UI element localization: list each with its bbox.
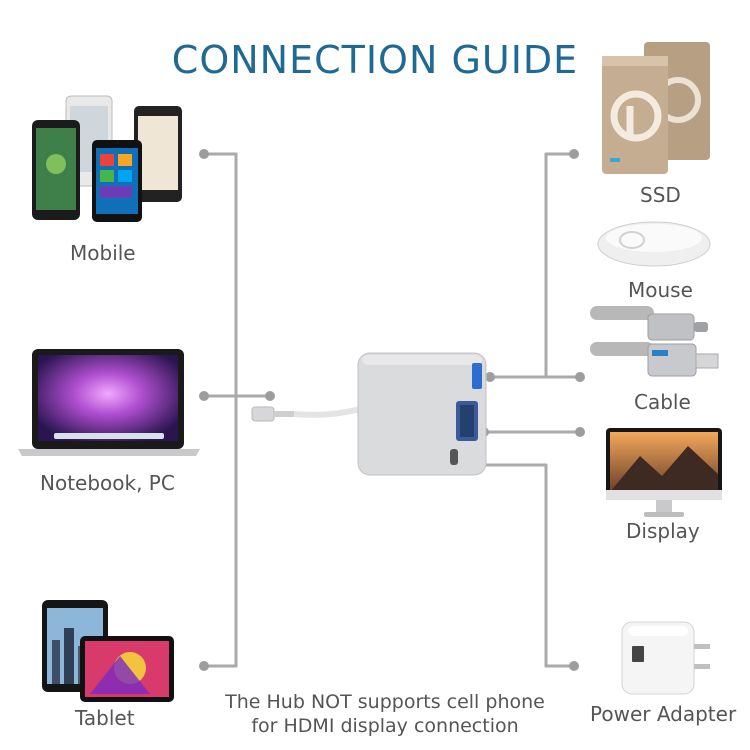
smartphones-icon <box>32 95 182 222</box>
mouse-icon <box>597 221 711 267</box>
ssd-icon <box>602 42 710 174</box>
device-label-mouse: Mouse <box>628 278 693 302</box>
monitor-icon <box>606 428 722 517</box>
device-label-notebook-pc: Notebook, PC <box>40 471 175 495</box>
device-label-cable: Cable <box>634 390 691 414</box>
device-label-display: Display <box>626 519 700 543</box>
note-line-1: The Hub NOT supports cell phone <box>225 691 545 713</box>
page-title: CONNECTION GUIDE <box>171 38 579 82</box>
usb-cable-icon <box>590 306 719 377</box>
tablets-icon <box>42 600 174 702</box>
usb-c-hub-icon <box>251 352 487 476</box>
laptop-icon <box>18 349 200 456</box>
power-adapter-icon <box>621 621 710 695</box>
device-label-ssd: SSD <box>640 183 681 207</box>
device-label-power-adapter: Power Adapter <box>590 702 737 726</box>
note-line-2: for HDMI display connection <box>251 715 519 737</box>
compatibility-note: The Hub NOT supports cell phone for HDMI… <box>190 690 580 738</box>
device-label-tablet: Tablet <box>75 706 135 730</box>
device-label-mobile: Mobile <box>70 241 136 265</box>
